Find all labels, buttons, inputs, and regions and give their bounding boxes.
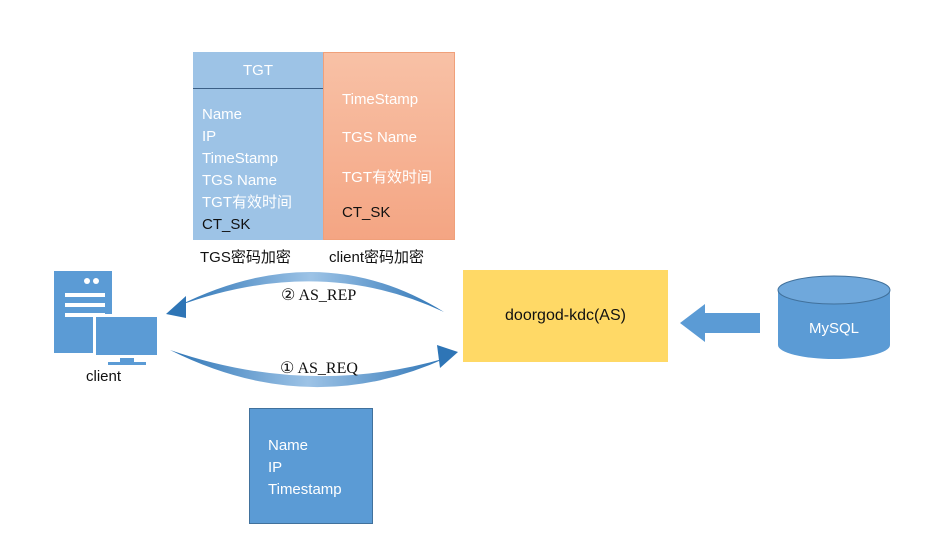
as-rep-label: ② AS_REP bbox=[281, 287, 357, 304]
tgt-field: TGS Name bbox=[202, 172, 278, 189]
mysql-label: MySQL bbox=[808, 320, 859, 337]
client-computer-icon bbox=[54, 271, 160, 365]
client-label: client bbox=[86, 368, 122, 385]
mysql-database-icon bbox=[777, 275, 891, 359]
client-secret-field: TGS Name bbox=[342, 128, 418, 146]
tgt-field: Name bbox=[202, 106, 243, 123]
kdc-label: doorgod-kdc(AS) bbox=[505, 307, 626, 324]
tgt-field: CT_SK bbox=[202, 216, 251, 233]
kdc-box: doorgod-kdc(AS) bbox=[463, 270, 668, 362]
as-req-label: ① AS_REQ bbox=[280, 360, 358, 377]
tgt-box: TGT Name IP TimeStamp TGS Name TGT有效时间 C… bbox=[193, 52, 323, 240]
as-req-arrow bbox=[170, 345, 458, 388]
tgt-field: TGT有效时间 bbox=[202, 194, 292, 211]
as-req-fields: Name IP Timestamp bbox=[268, 435, 342, 501]
as-req-payload-box: Name IP Timestamp bbox=[249, 408, 373, 524]
client-secret-field: CT_SK bbox=[342, 203, 391, 221]
tgt-field: TimeStamp bbox=[202, 150, 279, 167]
as-req-field: Timestamp bbox=[268, 481, 342, 498]
client-encryption-caption: client密码加密 bbox=[329, 249, 425, 266]
db-to-kdc-arrow bbox=[680, 304, 760, 342]
tgs-encryption-caption: TGS密码加密 bbox=[200, 249, 291, 266]
tgt-fields: Name IP TimeStamp TGS Name TGT有效时间 CT_SK bbox=[202, 104, 292, 236]
as-req-field: IP bbox=[268, 459, 283, 476]
as-rep-arrow bbox=[166, 271, 444, 318]
client-secret-box: TimeStamp TGS Name TGT有效时间 CT_SK bbox=[323, 52, 455, 240]
client-secret-field: TimeStamp bbox=[342, 91, 419, 108]
tgt-header: TGT bbox=[193, 52, 323, 89]
as-req-field: Name bbox=[268, 437, 309, 454]
client-secret-field: TGT有效时间 bbox=[342, 169, 432, 186]
tgt-field: IP bbox=[202, 128, 217, 145]
client-secret-fields: TimeStamp TGS Name TGT有效时间 CT_SK bbox=[342, 91, 432, 241]
